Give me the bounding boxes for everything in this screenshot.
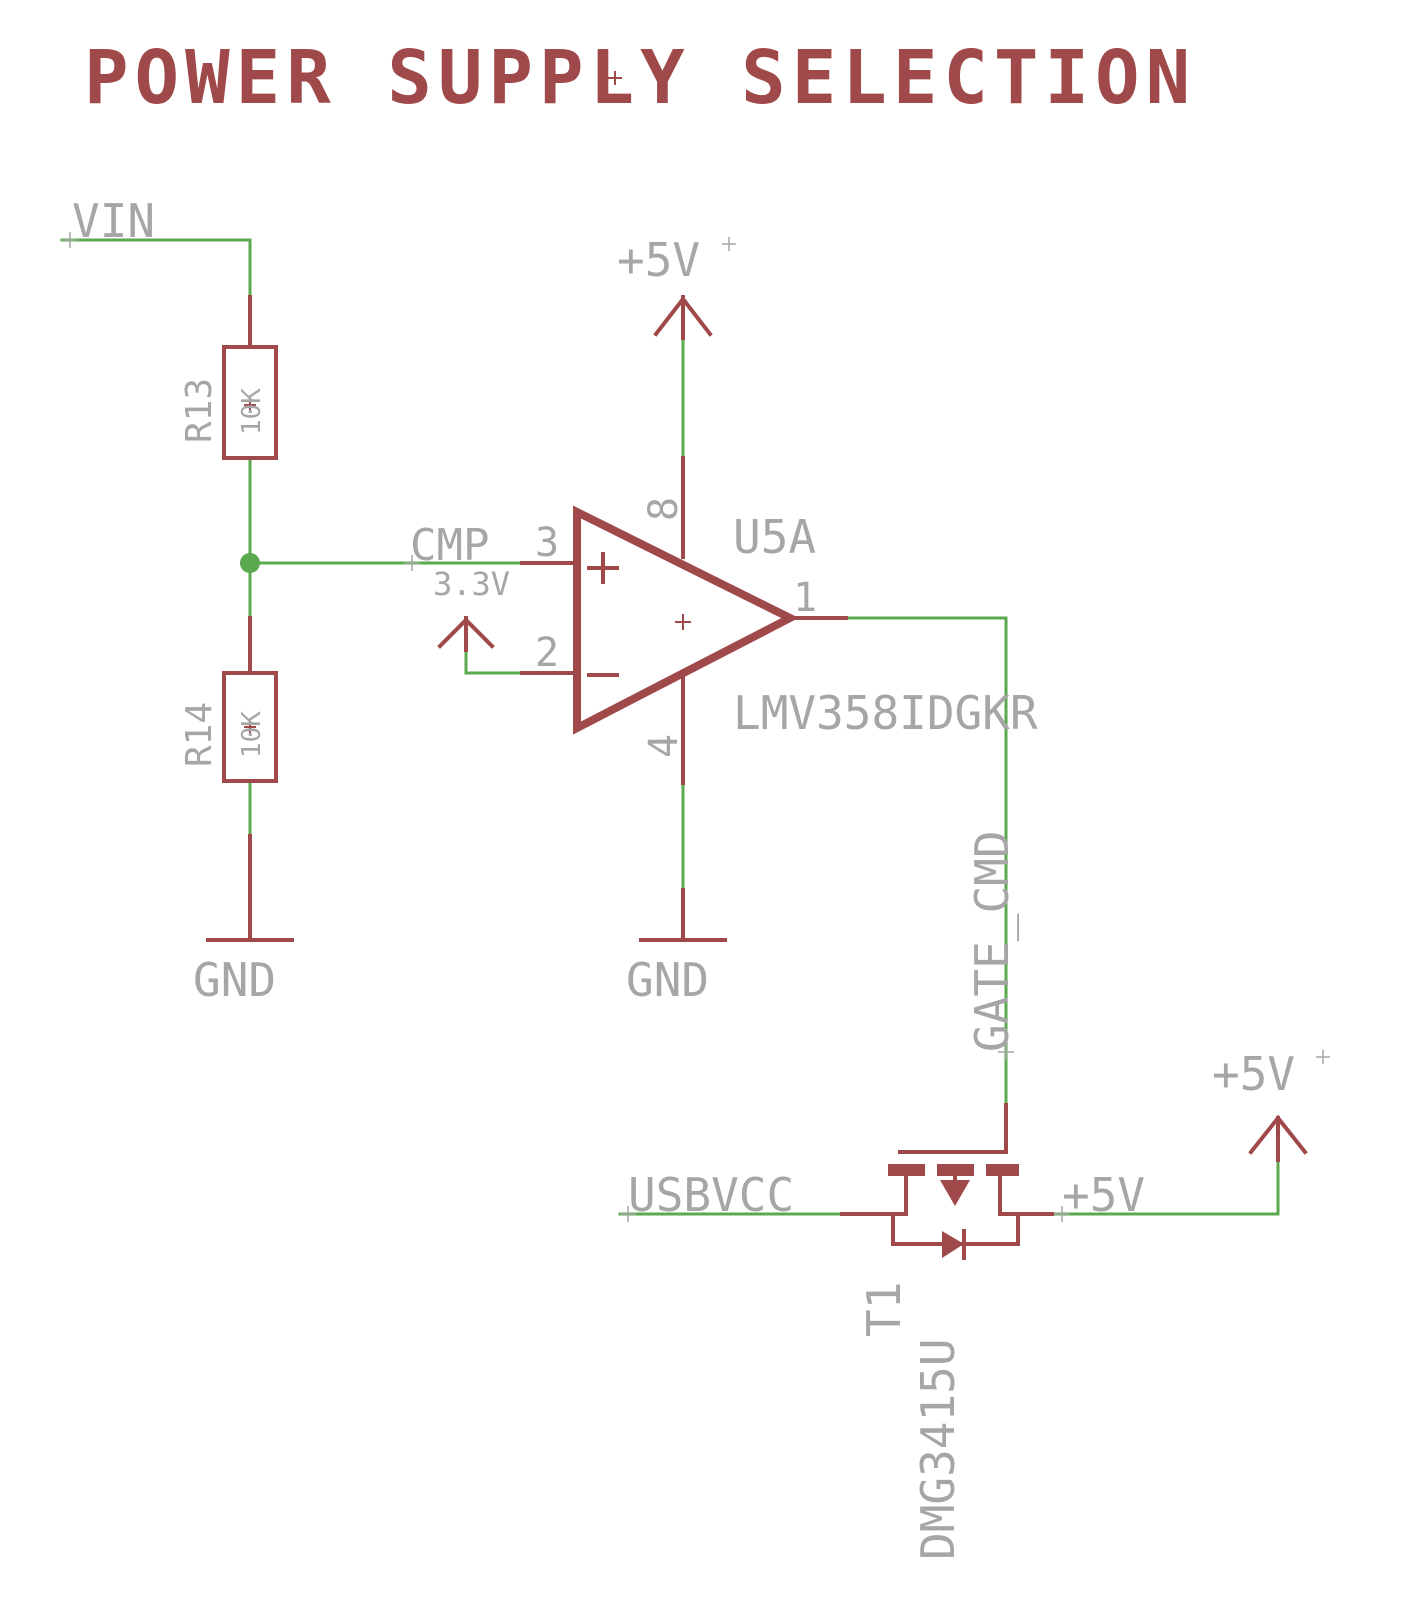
- supply-3v3: 3.3V: [433, 565, 510, 652]
- gnd-symbol-mid: GND: [626, 888, 727, 1007]
- gnd-left-label: GND: [193, 953, 276, 1007]
- opamp-pin1: 1: [793, 575, 817, 621]
- gate-cmd-origin-marker: [998, 1044, 1014, 1060]
- plus5v-right-label: +5V: [1212, 1047, 1295, 1101]
- opamp-pin3: 3: [535, 520, 559, 566]
- usbvcc-origin-marker: [620, 1206, 636, 1222]
- supply-plus5v-top: +5V: [617, 233, 736, 340]
- gnd-symbol-left: GND: [193, 834, 294, 1007]
- wire-3v3-ref: [464, 628, 524, 675]
- r13-label: R13: [179, 378, 220, 443]
- r14-label: R14: [179, 702, 220, 767]
- mosfet-t1: T1 DMG3415U: [840, 1103, 1054, 1560]
- r14-value: 10K: [237, 711, 267, 758]
- resistor-r13: R13 10K: [179, 295, 278, 460]
- cmp-origin-marker: [404, 555, 420, 571]
- r13-value: 10K: [237, 388, 267, 435]
- title-origin-marker: [608, 71, 622, 85]
- opamp-u5a: 3 2 1 8 4 U5A LMV358IDGKR: [520, 456, 1038, 785]
- schematic-title: POWER SUPPLY SELECTION: [84, 35, 1196, 121]
- supply-plus5v-right: +5V: [1212, 1047, 1330, 1162]
- wire-gate-cmd: [844, 616, 1008, 1107]
- gnd-mid-label: GND: [626, 953, 709, 1007]
- resistor-r14: R14 10K: [179, 616, 278, 783]
- opamp-part-number: LMV358IDGKR: [733, 686, 1038, 740]
- mosfet-designator: T1: [857, 1282, 911, 1337]
- wire-plus5v-out: [1050, 1158, 1280, 1216]
- plus5v-top-label: +5V: [617, 233, 700, 287]
- opamp-pin8: 8: [641, 497, 687, 521]
- wire-vin: [60, 238, 252, 299]
- opamp-pin2: 2: [535, 630, 559, 676]
- gate-cmd-label: GATE_CMD: [965, 830, 1019, 1052]
- vin-origin-marker: [62, 232, 78, 248]
- opamp-designator: U5A: [733, 510, 816, 564]
- plus5v-net-origin-marker: [1054, 1206, 1070, 1222]
- wires: [60, 238, 1280, 1216]
- usbvcc-label: USBVCC: [628, 1168, 794, 1222]
- vin-label: VIN: [72, 194, 155, 248]
- plus5v-net-label: +5V: [1062, 1168, 1145, 1222]
- opamp-pin4: 4: [641, 734, 687, 758]
- junction-dot: [240, 553, 260, 573]
- cmp-label: CMP: [410, 520, 489, 571]
- ref-3v3-label: 3.3V: [433, 565, 510, 603]
- mosfet-part-number: DMG3415U: [911, 1338, 965, 1560]
